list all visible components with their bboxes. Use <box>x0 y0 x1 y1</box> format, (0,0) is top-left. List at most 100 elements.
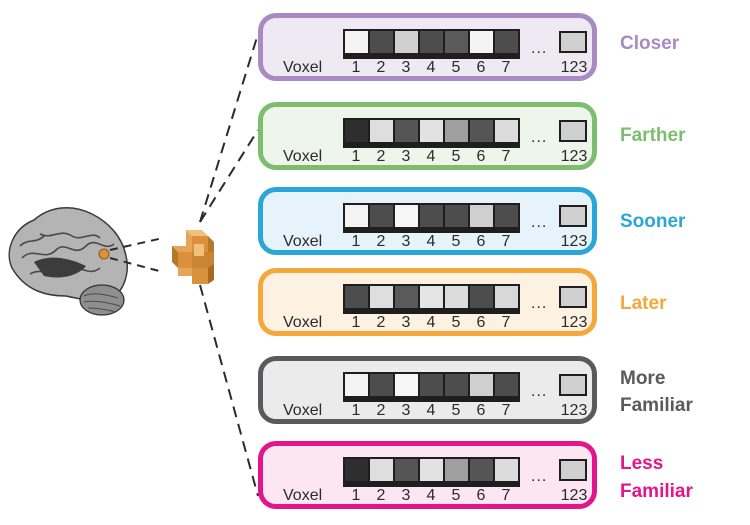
voxel-cube-icon <box>172 230 214 284</box>
voxel-strip <box>343 372 520 402</box>
voxel-cell <box>345 459 368 481</box>
voxel-index: 2 <box>376 487 386 504</box>
voxel-index: 7 <box>501 148 511 165</box>
brain-inner-dark <box>34 257 86 278</box>
voxel-cell-last <box>559 205 587 227</box>
voxel-cell <box>495 205 518 227</box>
ellipsis: ... <box>531 468 548 485</box>
voxel-cell-last <box>559 120 587 142</box>
ellipsis: ... <box>531 295 548 312</box>
voxel-cell <box>445 374 468 396</box>
voxel-cell <box>420 205 443 227</box>
voxel-cell <box>345 31 368 53</box>
voxel-index-last: 123 <box>560 402 588 419</box>
voxel-cell <box>370 459 393 481</box>
voxel-cell-last <box>559 31 587 53</box>
voxel-label: Voxel <box>283 487 323 504</box>
condition-label-less-familiar: Less <box>620 453 664 474</box>
voxel-cell <box>345 374 368 396</box>
voxel-index: 2 <box>376 233 386 250</box>
voxel-index-last: 123 <box>560 148 588 165</box>
voxel-index: 3 <box>401 402 411 419</box>
voxel-index: 4 <box>426 402 436 419</box>
voxel-cell <box>420 120 443 142</box>
voxel-cell <box>395 205 418 227</box>
voxel-label: Voxel <box>283 148 323 165</box>
voxel-index: 5 <box>451 402 461 419</box>
voxel-cell <box>470 120 493 142</box>
voxel-index: 3 <box>401 314 411 331</box>
condition-label-sooner: Sooner <box>620 211 686 232</box>
voxel-cell <box>445 286 468 308</box>
voxel-index: 6 <box>476 233 486 250</box>
condition-label-later: Later <box>620 293 667 314</box>
ellipsis: ... <box>531 383 548 400</box>
voxel-cell <box>370 286 393 308</box>
cerebellum-folia <box>83 293 121 313</box>
voxel-index-last: 123 <box>560 314 588 331</box>
voxel-cell <box>345 205 368 227</box>
voxel-index: 2 <box>376 402 386 419</box>
condition-label-farther: Farther <box>620 125 686 146</box>
voxel-cell <box>345 286 368 308</box>
voxel-cell <box>445 120 468 142</box>
condition-label-more-familiar: More <box>620 368 666 389</box>
voxel-cell <box>445 31 468 53</box>
voxel-cell <box>445 459 468 481</box>
voxel-strip <box>343 457 520 487</box>
voxel-index: 6 <box>476 59 486 76</box>
voxel-cell <box>420 31 443 53</box>
voxel-index: 3 <box>401 59 411 76</box>
brain-to-cube-line-bottom <box>109 257 164 273</box>
voxel-cell <box>395 374 418 396</box>
voxel-index: 3 <box>401 148 411 165</box>
voxel-label: Voxel <box>283 402 323 419</box>
voxel-index: 5 <box>451 487 461 504</box>
voxel-cell <box>345 120 368 142</box>
voxel-cell-last <box>559 459 587 481</box>
ellipsis: ... <box>531 40 548 57</box>
voxel-label: Voxel <box>283 233 323 250</box>
voxel-index: 7 <box>501 233 511 250</box>
voxel-strip <box>343 203 520 233</box>
brain-to-cube-line-top <box>109 237 164 251</box>
ellipsis: ... <box>531 129 548 146</box>
voxel-cell <box>495 286 518 308</box>
voxel-index: 3 <box>401 233 411 250</box>
voxel-index: 2 <box>376 59 386 76</box>
voxel-index: 4 <box>426 59 436 76</box>
voxel-index: 4 <box>426 148 436 165</box>
voxel-index: 1 <box>351 487 361 504</box>
brain-roi-marker <box>98 248 110 260</box>
voxel-strip <box>343 284 520 314</box>
voxel-cell <box>370 120 393 142</box>
voxel-index-last: 123 <box>560 487 588 504</box>
fan-line-closer <box>199 33 259 223</box>
condition-label-less-familiar: Familiar <box>620 481 693 502</box>
voxel-cell <box>395 120 418 142</box>
voxel-label: Voxel <box>283 59 323 76</box>
brain-cortex <box>8 207 128 302</box>
voxel-index: 1 <box>351 148 361 165</box>
voxel-cell <box>420 286 443 308</box>
voxel-index: 7 <box>501 59 511 76</box>
voxel-index: 7 <box>501 487 511 504</box>
voxel-cell <box>370 205 393 227</box>
voxel-index: 7 <box>501 314 511 331</box>
voxel-index-last: 123 <box>560 233 588 250</box>
voxel-index: 2 <box>376 314 386 331</box>
voxel-cell <box>495 459 518 481</box>
voxel-index: 1 <box>351 314 361 331</box>
ellipsis: ... <box>531 214 548 231</box>
voxel-cell <box>470 459 493 481</box>
voxel-index: 5 <box>451 148 461 165</box>
voxel-index: 4 <box>426 314 436 331</box>
voxel-cell <box>395 31 418 53</box>
